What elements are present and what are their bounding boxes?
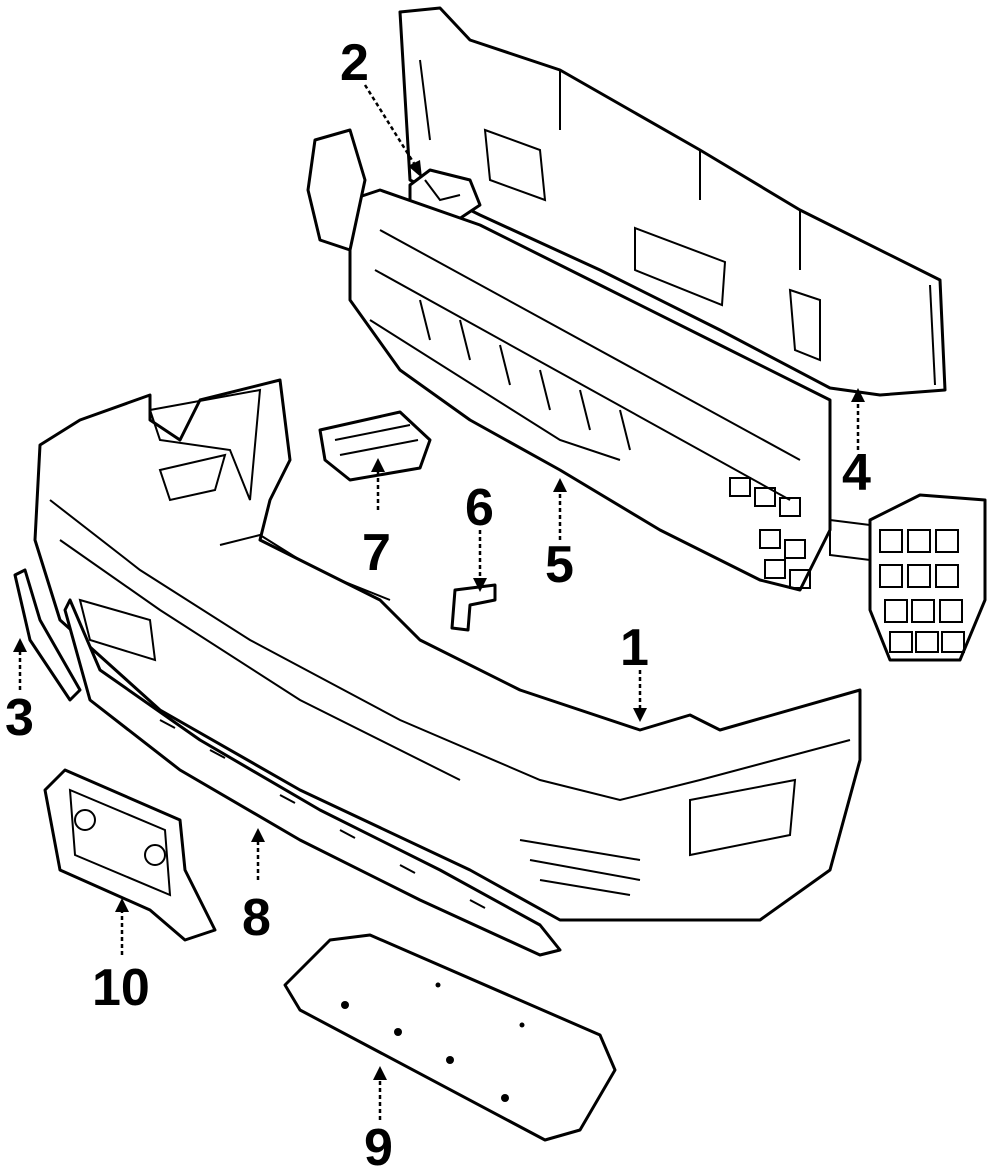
callout-5: 5: [545, 536, 574, 594]
callout-7: 7: [362, 524, 391, 582]
part-1-bumper-cover: [33, 378, 862, 922]
callout-8: 8: [242, 889, 271, 947]
callout-2: 2: [340, 34, 369, 92]
part-4-reinforcement-bar: [398, 6, 947, 397]
callout-9: 9: [364, 1119, 393, 1176]
part-3-molding: [13, 568, 82, 702]
left-end-cap: [306, 128, 367, 252]
right-end-block: [829, 493, 987, 662]
callout-10: 10: [92, 959, 150, 1017]
part-6-clip: [450, 583, 497, 632]
callout-1: 1: [620, 619, 649, 677]
part-7-bracket: [318, 410, 432, 482]
part-5-energy-absorber: [348, 188, 832, 592]
part-10-license-bracket: [43, 768, 217, 942]
leader-arrows: [13, 84, 865, 1120]
callout-3: 3: [5, 689, 34, 747]
part-8-valance: [63, 598, 562, 957]
callout-4: 4: [842, 444, 871, 502]
part-9-under-shield: [283, 933, 617, 1142]
callout-6: 6: [465, 479, 494, 537]
